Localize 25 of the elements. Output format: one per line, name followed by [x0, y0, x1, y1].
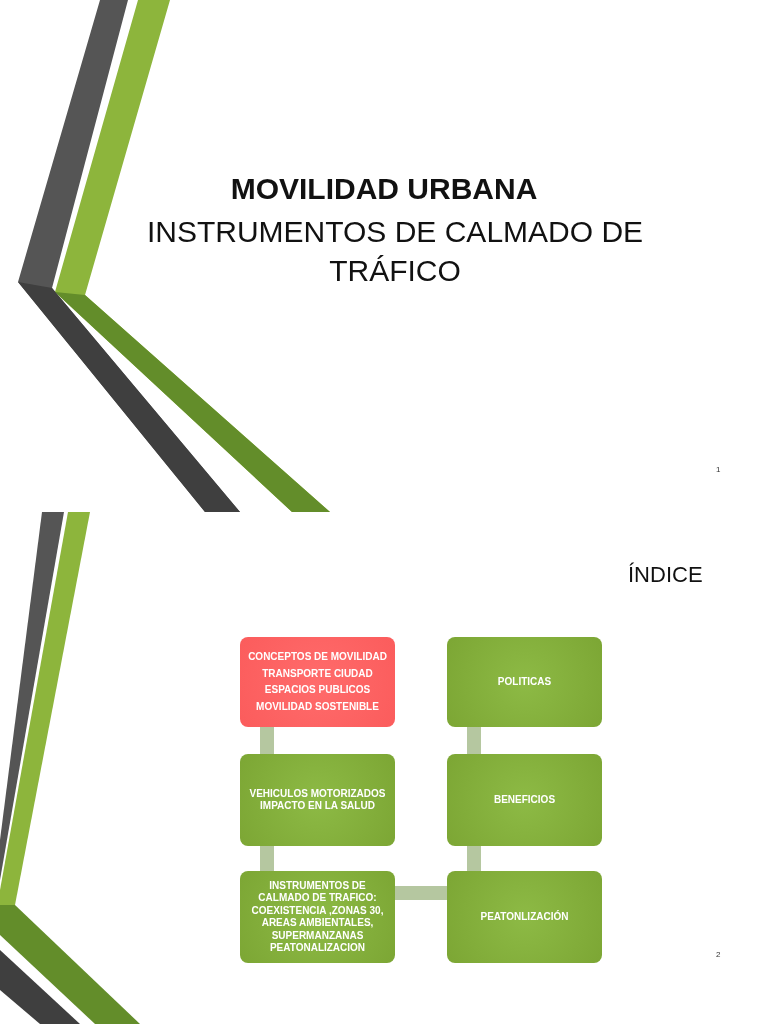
topic-text: ESPACIOS PUBLICOS: [264, 684, 371, 697]
topic-box: [447, 637, 602, 727]
connector-bar: [260, 846, 274, 871]
topic-box: [240, 871, 395, 963]
topic-box: [447, 871, 602, 963]
topic-text: BENEFICIOS: [493, 793, 556, 807]
topic-box: [240, 637, 395, 727]
topic-text: VEHICULOS MOTORIZADOS IMPACTO EN LA SALUD: [248, 787, 387, 813]
connector-bar: [260, 727, 274, 754]
topic-text: INSTRUMENTOS DE CALMADO DE TRAFICO: COEXISTENCIA ,ZONAS 30, AREAS AMBIENTALES, SUPERMANZANAS PEATONALIZACION: [250, 879, 385, 955]
topic-text: TRANSPORTE CIUDAD: [262, 667, 373, 680]
topic-text: PEATONLIZACIÓN: [480, 910, 569, 924]
page-number: 2: [716, 950, 721, 959]
slide-heading: ÍNDICE: [628, 562, 703, 588]
slide-title: MOVILIDAD URBANA: [229, 172, 539, 206]
topic-box: [447, 754, 602, 846]
connector-bar: [395, 886, 447, 900]
topic-text: POLITICAS: [497, 675, 552, 689]
topic-text: MOVILIDAD SOSTENIBLE: [256, 700, 379, 713]
page-number: 1: [716, 465, 721, 474]
connector-bar: [467, 846, 481, 871]
topic-text: CONCEPTOS DE MOVILIDAD: [248, 651, 387, 664]
slide-subtitle: INSTRUMENTOS DE CALMADO DE TRÁFICO: [145, 214, 645, 289]
topic-box: [240, 754, 395, 846]
connector-bar: [467, 727, 481, 754]
